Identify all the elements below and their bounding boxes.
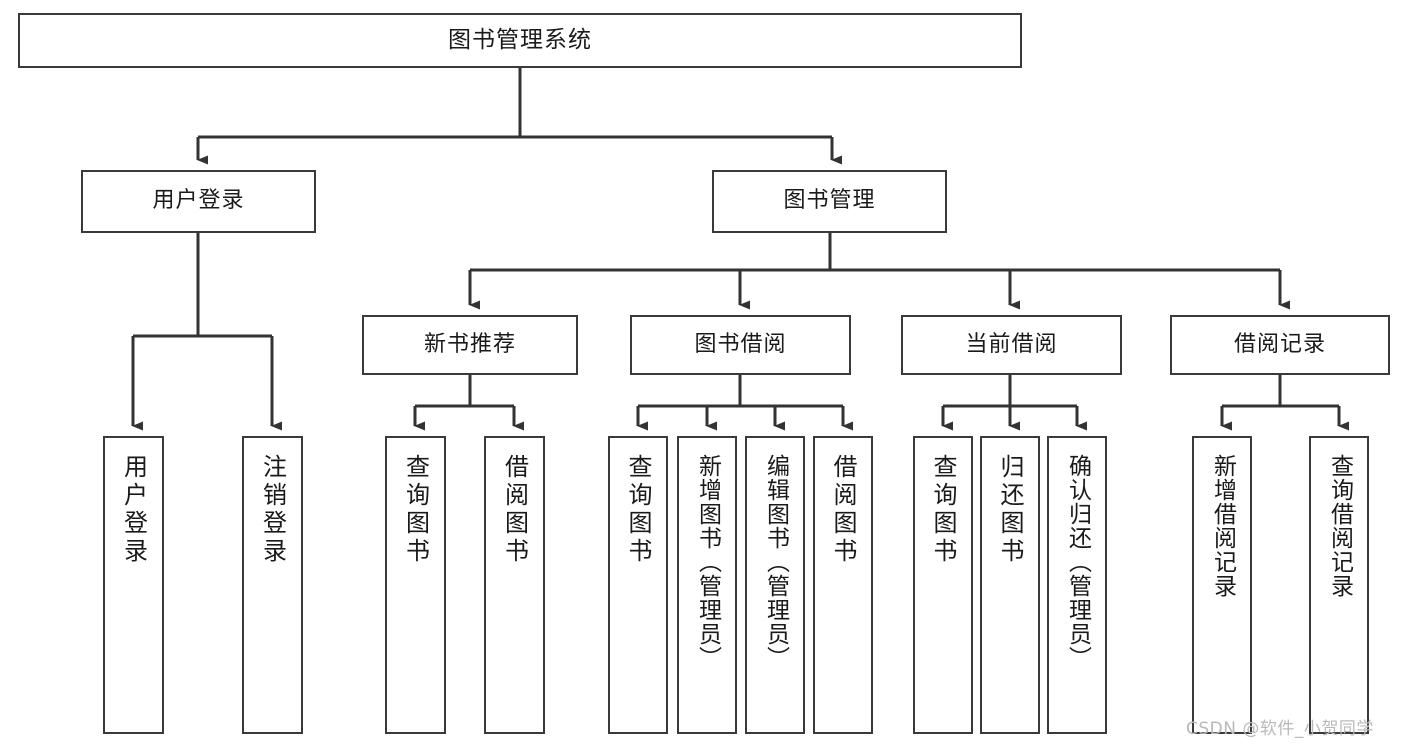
node-book-borrow[interactable]: 图书借阅 bbox=[630, 315, 851, 375]
node-label: 借阅图书 bbox=[500, 454, 529, 566]
node-label: 借阅图书 bbox=[829, 454, 857, 566]
node-label: 用户登录 bbox=[152, 188, 245, 214]
node-current-borrow[interactable]: 当前借阅 bbox=[901, 315, 1122, 375]
node-leaf-current-borrow-return[interactable]: 归还图书 bbox=[980, 436, 1040, 734]
node-label: 新书推荐 bbox=[423, 331, 516, 357]
node-label: 新增借阅记录 bbox=[1209, 454, 1236, 598]
node-leaf-book-borrow-add[interactable]: 新增图书（管理员） bbox=[677, 436, 737, 734]
node-leaf-borrow-record-query[interactable]: 查询借阅记录 bbox=[1309, 436, 1369, 734]
node-leaf-book-borrow-edit[interactable]: 编辑图书（管理员） bbox=[745, 436, 805, 734]
node-label: 归还图书 bbox=[996, 454, 1024, 566]
node-borrow-record[interactable]: 借阅记录 bbox=[1170, 315, 1390, 375]
node-leaf-current-borrow-confirm[interactable]: 确认归还（管理员） bbox=[1047, 436, 1107, 734]
node-label: 当前借阅 bbox=[965, 331, 1058, 357]
node-label: 查询图书 bbox=[929, 454, 957, 566]
node-label: 查询图书 bbox=[401, 454, 430, 566]
node-user-login[interactable]: 用户登录 bbox=[81, 170, 316, 233]
node-leaf-user-login-logout[interactable]: 注销登录 bbox=[242, 436, 303, 734]
node-label: 图书管理 bbox=[783, 188, 876, 214]
node-label: 编辑图书（管理员） bbox=[762, 454, 789, 670]
node-leaf-current-borrow-query[interactable]: 查询图书 bbox=[913, 436, 973, 734]
node-new-book-recommend[interactable]: 新书推荐 bbox=[362, 315, 578, 375]
node-leaf-borrow-record-add[interactable]: 新增借阅记录 bbox=[1192, 436, 1252, 734]
node-label: 查询图书 bbox=[624, 454, 652, 566]
node-root-system[interactable]: 图书管理系统 bbox=[18, 13, 1022, 68]
node-label: 图书管理系统 bbox=[448, 26, 592, 53]
node-leaf-book-borrow-borrow[interactable]: 借阅图书 bbox=[813, 436, 873, 734]
node-label: 查询借阅记录 bbox=[1326, 454, 1353, 598]
node-label: 用户登录 bbox=[119, 454, 148, 566]
node-leaf-user-login-login[interactable]: 用户登录 bbox=[103, 436, 164, 734]
node-label: 图书借阅 bbox=[694, 331, 787, 357]
node-label: 确认归还（管理员） bbox=[1064, 454, 1091, 670]
node-leaf-new-book-borrow[interactable]: 借阅图书 bbox=[484, 436, 545, 734]
node-leaf-new-book-query[interactable]: 查询图书 bbox=[385, 436, 446, 734]
node-label: 新增图书（管理员） bbox=[694, 454, 721, 670]
node-leaf-book-borrow-query[interactable]: 查询图书 bbox=[608, 436, 668, 734]
node-label: 借阅记录 bbox=[1233, 331, 1326, 357]
node-book-manage[interactable]: 图书管理 bbox=[712, 170, 947, 233]
node-label: 注销登录 bbox=[258, 454, 287, 566]
watermark-text: CSDN @软件_小贺同学 bbox=[1186, 719, 1374, 739]
